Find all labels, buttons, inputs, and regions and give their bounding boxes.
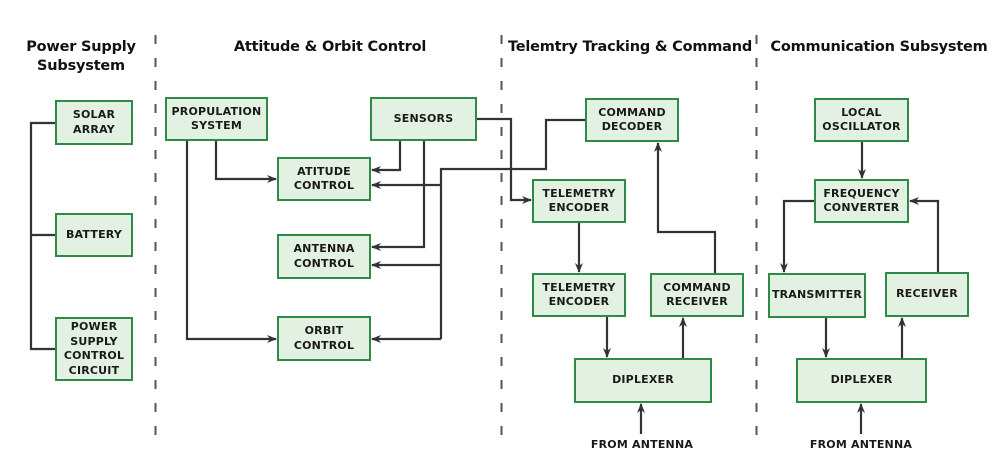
block-transmitter: TRANSMITTER — [768, 273, 866, 318]
block-orbit-control: ORBIT CONTROL — [277, 316, 371, 361]
sensors-to-atitude-arrow — [371, 141, 402, 174]
block-command-receiver: COMMAND RECEIVER — [650, 273, 744, 317]
block-power-supply-control: POWER SUPPLY CONTROL CIRCUIT — [55, 317, 133, 381]
sensors-to-antenna-arrow — [371, 141, 426, 251]
block-antenna-control: ANTENNA CONTROL — [277, 234, 371, 279]
label-comm-from-antenna: FROM ANTENNA — [809, 438, 913, 451]
block-frequency-converter: FREQUENCY CONVERTER — [814, 179, 909, 223]
propulation-to-orbit-arrow — [185, 141, 277, 343]
block-receiver: RECEIVER — [885, 272, 969, 317]
converter-to-transmitter-arrow — [780, 199, 814, 273]
block-battery: BATTERY — [55, 213, 133, 257]
block-command-decoder: COMMAND DECODER — [585, 98, 679, 142]
block-atitude-control: ATITUDE CONTROL — [277, 157, 371, 201]
block-comm-diplexer: DIPLEXER — [796, 358, 927, 403]
label-ttc-from-antenna: FROM ANTENNA — [590, 438, 694, 451]
heading-communication: Communication Subsystem — [770, 39, 988, 55]
heading-ttc: Telemtry Tracking & Command — [507, 39, 753, 55]
propulation-to-atitude-arrow — [214, 141, 277, 183]
block-sensors: SENSORS — [370, 97, 477, 141]
heading-attitude-orbit: Attitude & Orbit Control — [233, 39, 427, 55]
block-propulation-system: PROPULATION SYSTEM — [165, 97, 268, 141]
block-local-oscillator: LOCAL OSCILLATOR — [814, 98, 909, 142]
block-telemetry-encoder-2: TELEMETRY ENCODER — [532, 273, 626, 317]
block-solar-array: SOLAR ARRAY — [55, 100, 133, 145]
sensors-to-telemetry-arrow — [477, 117, 532, 204]
cmdreceiver-to-decoder-arrow — [654, 142, 717, 273]
block-ttc-diplexer: DIPLEXER — [574, 358, 712, 403]
heading-power-supply: Power Supply Subsystem — [26, 39, 136, 74]
block-telemetry-encoder-1: TELEMETRY ENCODER — [532, 179, 626, 223]
command-decoder-bus — [439, 118, 585, 339]
receiver-to-converter-arrow — [909, 197, 940, 272]
